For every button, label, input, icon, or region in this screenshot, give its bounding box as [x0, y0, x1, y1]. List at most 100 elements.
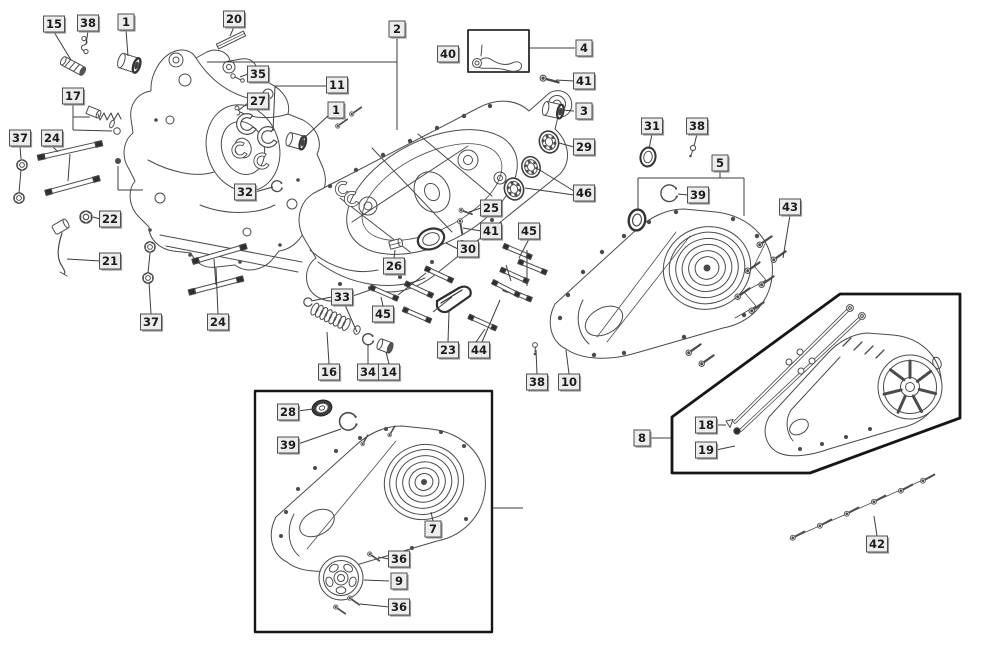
callout-box [457, 240, 479, 258]
callout-31-11[interactable]: 31 [641, 117, 665, 136]
callout-44-39[interactable]: 44 [468, 341, 492, 360]
callout-36-49[interactable]: 36 [388, 550, 412, 569]
callout-number: 28 [280, 405, 296, 419]
callout-leader-24 [215, 267, 219, 315]
callout-8-42[interactable]: 8 [633, 429, 652, 448]
diagram-artwork [13, 29, 962, 634]
circlip-39b [660, 184, 678, 203]
callout-box [234, 183, 256, 201]
callout-number: 20 [226, 12, 242, 26]
callout-22-23[interactable]: 22 [99, 210, 123, 229]
callout-24-22[interactable]: 24 [41, 129, 65, 148]
callout-11-18[interactable]: 11 [326, 76, 350, 95]
callout-46-10[interactable]: 46 [573, 184, 597, 203]
callout-24-27[interactable]: 24 [207, 313, 231, 332]
callout-27-17[interactable]: 27 [247, 92, 271, 111]
callout-leader-29 [558, 142, 575, 148]
callout-39-47[interactable]: 39 [277, 436, 301, 455]
callout-26-31[interactable]: 26 [383, 257, 407, 276]
callout-14-37[interactable]: 14 [378, 363, 402, 382]
callout-25-28[interactable]: 25 [480, 199, 504, 218]
callout-17-20[interactable]: 17 [62, 87, 86, 106]
callout-box [695, 441, 717, 459]
callout-40-5[interactable]: 40 [437, 45, 461, 64]
callout-15-0[interactable]: 15 [43, 15, 67, 34]
callout-9-50[interactable]: 9 [390, 572, 409, 591]
callout-2-4[interactable]: 2 [388, 20, 407, 39]
callout-7-48[interactable]: 7 [424, 520, 443, 539]
callout-32-25[interactable]: 32 [234, 183, 258, 202]
spring-16 [310, 302, 351, 331]
callout-box [711, 154, 729, 172]
callout-box [641, 117, 663, 135]
callout-box [468, 341, 490, 359]
callout-box [41, 129, 63, 147]
callout-number: 36 [391, 600, 407, 614]
callout-38-1[interactable]: 38 [77, 14, 101, 33]
callout-box [573, 72, 595, 90]
clip-35 [230, 73, 245, 83]
callout-leader-36 [359, 603, 390, 608]
studs-44 [467, 279, 521, 332]
callout-38-40[interactable]: 38 [526, 373, 550, 392]
callout-21-24[interactable]: 21 [99, 252, 123, 271]
callout-30-30[interactable]: 30 [457, 240, 481, 259]
callout-leader-11 [272, 85, 276, 132]
callout-41-7[interactable]: 41 [573, 72, 597, 91]
callout-leader-7 [430, 511, 434, 522]
callout-28-46[interactable]: 28 [277, 403, 301, 422]
callout-34-36[interactable]: 34 [357, 363, 381, 382]
callout-43-15[interactable]: 43 [779, 198, 803, 217]
callout-38-12[interactable]: 38 [686, 117, 710, 136]
callout-1-19[interactable]: 1 [327, 101, 346, 120]
nut-18 [725, 419, 734, 428]
callout-box [437, 45, 459, 63]
callout-16-35[interactable]: 16 [318, 363, 342, 382]
callout-1-2[interactable]: 1 [117, 13, 136, 32]
callout-leader-38 [85, 30, 89, 45]
link-line [505, 264, 512, 282]
callout-box [372, 305, 394, 323]
callout-41-29[interactable]: 41 [480, 222, 504, 241]
callout-box [247, 65, 269, 83]
callout-box [378, 363, 400, 381]
circlip-39a [338, 411, 358, 431]
callout-37-21[interactable]: 37 [9, 129, 33, 148]
callout-42-45[interactable]: 42 [866, 535, 890, 554]
callout-number: 37 [12, 131, 28, 145]
callout-20-3[interactable]: 20 [223, 10, 247, 29]
callout-number: 45 [521, 224, 537, 238]
callout-39-14[interactable]: 39 [687, 186, 711, 205]
transmission-cover-10 [549, 208, 773, 359]
callout-23-38[interactable]: 23 [437, 341, 461, 360]
callout-number: 44 [471, 343, 487, 357]
oil-seal-30 [416, 227, 446, 251]
callout-33-33[interactable]: 33 [331, 288, 355, 307]
callout-number: 14 [381, 365, 397, 379]
callout-leader-39 [297, 428, 342, 445]
callout-4-6[interactable]: 4 [575, 39, 594, 58]
callout-box [327, 101, 345, 119]
callout-45-32[interactable]: 45 [518, 222, 542, 241]
callout-box [331, 288, 353, 306]
callout-45-34[interactable]: 45 [372, 305, 396, 324]
callout-35-16[interactable]: 35 [247, 65, 271, 84]
callout-leader-1 [125, 29, 129, 57]
callout-leader-14 [385, 351, 390, 365]
callout-37-26[interactable]: 37 [140, 313, 164, 332]
callout-box [695, 416, 717, 434]
callout-number: 16 [321, 365, 337, 379]
callout-leader-19 [715, 445, 736, 451]
callout-19-44[interactable]: 19 [695, 441, 719, 460]
callout-29-9[interactable]: 29 [573, 138, 597, 157]
callout-number: 5 [716, 156, 724, 170]
link-line [67, 153, 71, 182]
callout-3-8[interactable]: 3 [575, 102, 594, 121]
callout-18-43[interactable]: 18 [695, 416, 719, 435]
callout-number: 8 [638, 431, 646, 445]
callout-10-41[interactable]: 10 [558, 373, 582, 392]
callout-box [388, 20, 406, 38]
callout-5-13[interactable]: 5 [711, 154, 730, 173]
callout-box [388, 598, 410, 616]
callout-36-51[interactable]: 36 [388, 598, 412, 617]
